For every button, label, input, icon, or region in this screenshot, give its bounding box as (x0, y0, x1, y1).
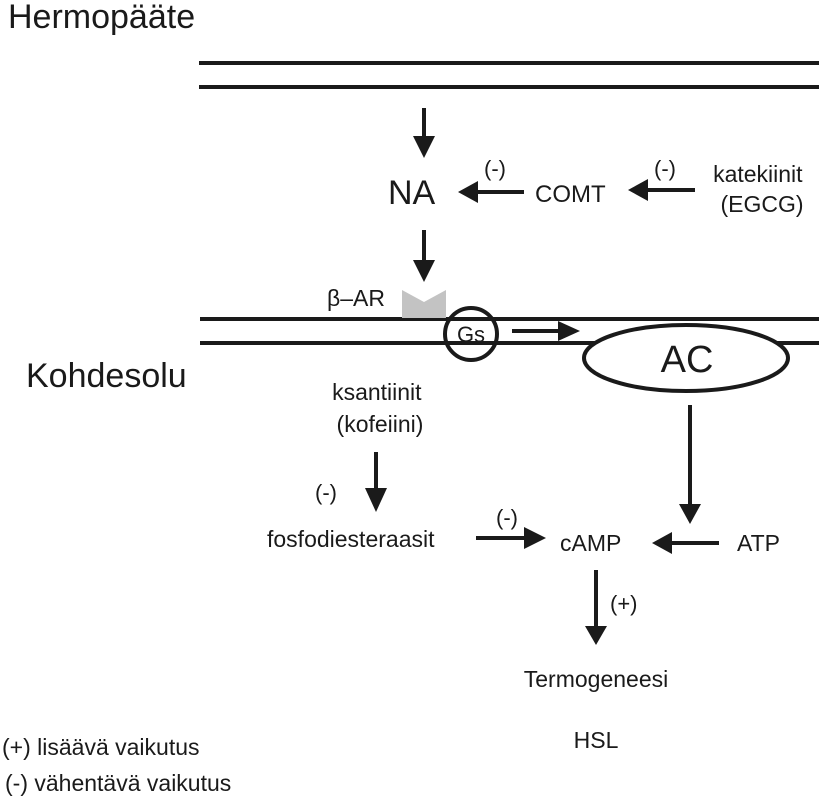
adenylyl-cyclase: AC (582, 323, 790, 393)
legend-negative: (-) vähentävä vaikutus (5, 770, 231, 796)
node-hsl: HSL (574, 727, 619, 753)
arrow-gs-to-ac (512, 321, 580, 341)
catechins-line-2: (EGCG) (720, 191, 803, 217)
receptor-label: β–AR (327, 285, 385, 311)
arrow-catechins-to-comt (628, 179, 695, 201)
ac-label: AC (661, 339, 714, 381)
edge-label-catechins-to-comt: (-) (654, 156, 676, 181)
arrow-xanthines-to-pde (365, 452, 387, 512)
xanthines-line-1: ksantiinit (332, 379, 422, 405)
edge-label-comt-to-na: (-) (484, 156, 506, 181)
legend: (+) lisäävä vaikutus (-) vähentävä vaiku… (2, 734, 231, 796)
ac-ellipse-icon (582, 323, 790, 393)
edge-label-pde-to-camp: (-) (496, 505, 518, 530)
arrow-terminal-to-na (413, 108, 435, 158)
arrow-pde-to-camp (476, 527, 546, 549)
nerve-terminal-membrane (199, 61, 819, 89)
node-comt: COMT (535, 181, 606, 208)
edge-label-camp-to-thermogenesis: (+) (610, 591, 638, 616)
node-xanthines: ksantiinit (kofeiini) (332, 379, 428, 437)
xanthines-line-2: (kofeiini) (337, 411, 424, 437)
arrow-na-to-receptor (413, 230, 435, 282)
node-na: NA (388, 174, 436, 212)
arrow-ac-to-atp (679, 405, 701, 524)
catechins-line-1: katekiinit (713, 161, 803, 187)
node-thermogenesis: Termogeneesi (524, 666, 668, 692)
node-camp: cAMP (560, 530, 621, 556)
arrow-atp-to-camp (652, 532, 719, 554)
gs-label: Gs (457, 322, 485, 347)
node-atp: ATP (737, 530, 780, 556)
legend-positive: (+) lisäävä vaikutus (2, 734, 200, 760)
region-label-nerve-terminal: Hermopääte (8, 0, 195, 36)
beta-adrenergic-receptor-icon (402, 290, 446, 318)
edge-label-xanthines-to-pde: (-) (315, 480, 337, 505)
arrow-camp-to-thermogenesis (585, 570, 607, 645)
arrow-comt-to-na (458, 181, 524, 203)
gs-circle-icon (443, 306, 499, 362)
gs-protein: Gs (443, 306, 499, 362)
region-label-target-cell: Kohdesolu (26, 357, 187, 395)
node-catechins: katekiinit (EGCG) (713, 161, 809, 217)
node-pde: fosfodiesteraasit (267, 526, 435, 552)
